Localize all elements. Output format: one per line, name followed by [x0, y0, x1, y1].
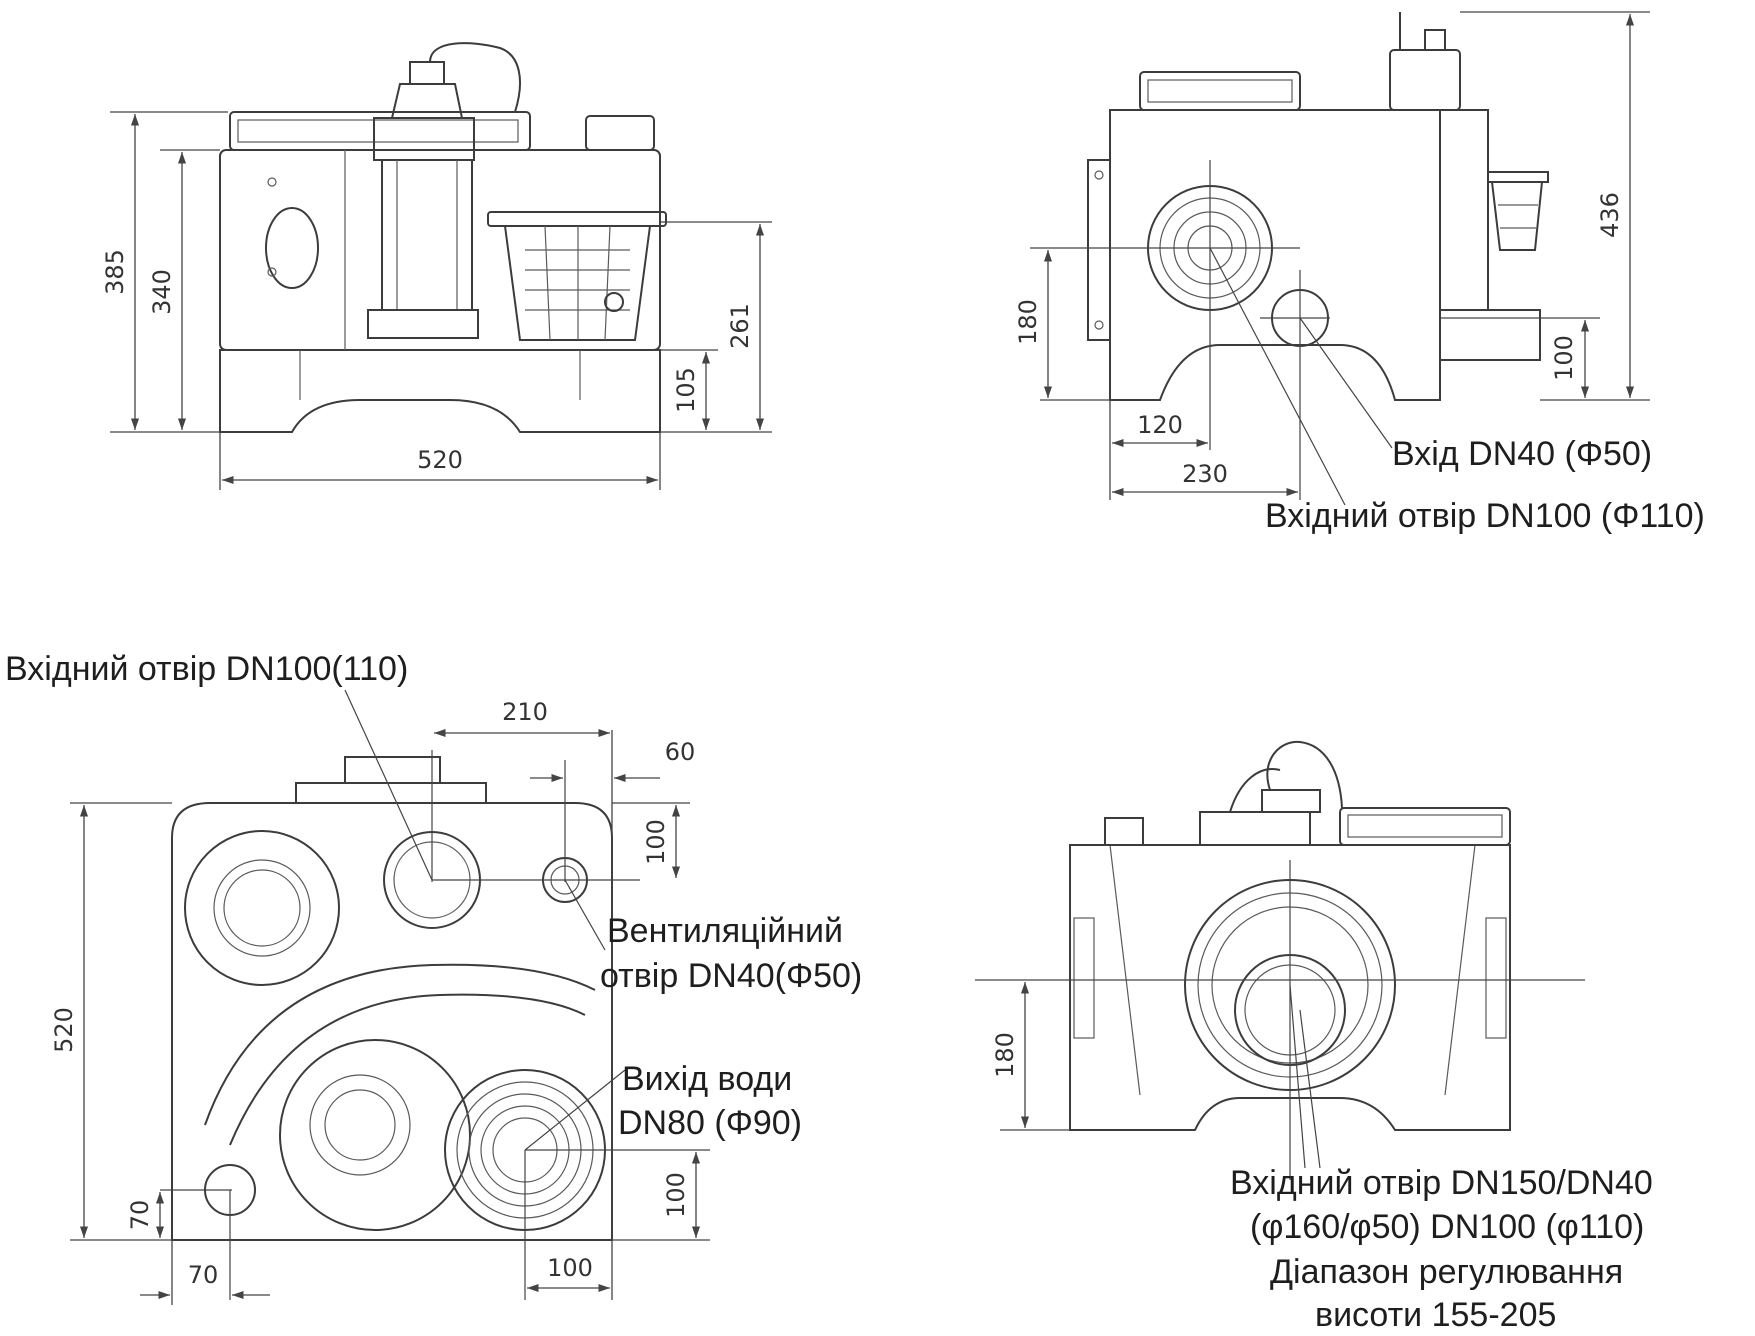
top-dim-210: 210: [502, 698, 548, 726]
side-dim-100: 100: [1550, 335, 1578, 381]
rear-view: 180 Вхідний отвір DN150/DN40 (φ160/φ50) …: [975, 740, 1653, 1334]
side-dim-180: 180: [1014, 299, 1042, 345]
front-view: 385 340 261 105 520: [101, 42, 772, 490]
side-dim-436: 436: [1596, 192, 1624, 238]
front-dim-520: 520: [417, 446, 463, 474]
top-label-inlet: Вхідний отвір DN100(110): [5, 650, 408, 688]
side-view: 436 180 100 120 230 Вхід DN40 (Φ50) Вхід…: [1014, 11, 1705, 535]
rear-label-line4: висоти 155-205: [1315, 1296, 1556, 1334]
side-dim-230: 230: [1182, 460, 1228, 488]
top-label-vent-line1: Вентиляційний: [607, 912, 843, 950]
top-dim-520: 520: [50, 1007, 78, 1053]
top-view: 210 60 100 520 70 70 100 100 Вхідний отв…: [5, 650, 862, 1305]
rear-label-line2: (φ160/φ50) DN100 (φ110): [1250, 1208, 1644, 1246]
top-dim-60: 60: [665, 738, 696, 766]
top-label-vent-line2: отвір DN40(Φ50): [600, 957, 862, 995]
front-dim-385: 385: [101, 249, 129, 295]
side-label-inlet-dn40: Вхід DN40 (Φ50): [1392, 435, 1652, 473]
front-dim-105: 105: [672, 367, 700, 413]
top-label-outlet-line2: DN80 (Φ90): [618, 1104, 802, 1142]
side-label-inlet-dn100: Вхідний отвір DN100 (Φ110): [1265, 497, 1705, 535]
top-dim-70-v: 70: [126, 1200, 154, 1231]
side-dim-120: 120: [1137, 411, 1183, 439]
rear-dim-180: 180: [991, 1032, 1019, 1078]
top-dim-100-vent: 100: [642, 819, 670, 865]
rear-label-line3: Діапазон регулювання: [1270, 1253, 1623, 1291]
rear-label-line1: Вхідний отвір DN150/DN40: [1230, 1164, 1653, 1202]
top-dim-100-outlet-v: 100: [662, 1172, 690, 1218]
front-dim-261: 261: [726, 303, 754, 349]
top-dim-70-h: 70: [188, 1261, 219, 1289]
top-dim-100-outlet-h: 100: [547, 1254, 593, 1282]
front-dim-340: 340: [148, 269, 176, 315]
top-label-outlet-line1: Вихід води: [622, 1060, 792, 1098]
